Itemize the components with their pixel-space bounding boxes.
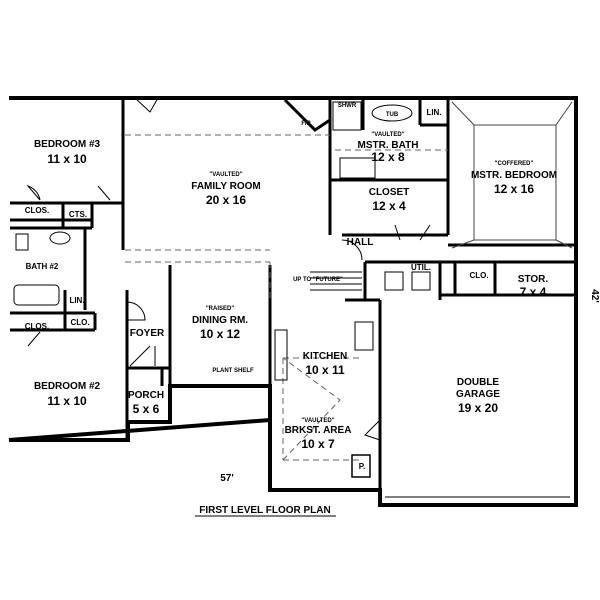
mstr-bed-size: 12 x 16	[494, 182, 534, 196]
garage-name-2: GARAGE	[456, 389, 500, 400]
pantry-label: P.	[359, 462, 366, 471]
plan-title: FIRST LEVEL FLOOR PLAN	[199, 505, 330, 516]
kitchen-sink-icon	[354, 321, 374, 351]
stove-icon	[274, 329, 288, 381]
toilet-icon	[15, 233, 29, 251]
dining-size: 10 x 12	[200, 327, 240, 341]
family-note: "VAULTED"	[209, 172, 242, 178]
stor-name: STOR.	[518, 274, 549, 285]
closet-name: CLOSET	[369, 187, 410, 198]
mstr-bed-note: "COFFERED"	[495, 161, 534, 167]
stairs-icon	[310, 271, 362, 291]
doors	[26, 97, 431, 441]
cts-label: CTS.	[69, 210, 87, 219]
porch-name: PORCH	[128, 390, 164, 401]
family-size: 20 x 16	[206, 193, 246, 207]
width-dimension: 57'	[220, 473, 234, 484]
dryer-icon	[411, 271, 431, 291]
brkst-note: "VAULTED"	[301, 418, 334, 424]
clo3-label: CLO.	[70, 318, 89, 327]
bedroom2-name: BEDROOM #2	[34, 381, 101, 392]
exterior-walls	[8, 96, 578, 507]
up-to-future-label: UP TO "FUTURE"	[293, 277, 343, 283]
porch-size: 5 x 6	[133, 402, 160, 416]
closet-size: 12 x 4	[372, 199, 406, 213]
tub-icon	[371, 104, 413, 122]
tub-label: TUB	[386, 112, 399, 118]
mstr-bath-name: MSTR. BATH	[358, 140, 419, 151]
mstr-bath-size: 12 x 8	[371, 150, 405, 164]
tub-bath2-icon	[13, 284, 60, 306]
coffered-ceiling	[451, 101, 573, 249]
lin-bath-label: LIN.	[426, 108, 441, 117]
clos1-label: CLOS.	[25, 206, 49, 215]
lin2-label: LIN.	[69, 296, 84, 305]
depth-dimension: 42'	[589, 289, 600, 303]
room-labels: BEDROOM #3 11 x 10 "VAULTED" FAMILY ROOM…	[25, 103, 600, 516]
fixtures	[13, 101, 570, 498]
mstr-bed-name: MSTR. BEDROOM	[471, 170, 557, 181]
vanity-icon	[339, 157, 376, 179]
clos2-label: CLOS.	[25, 322, 49, 331]
stor-size: 7 x 4	[520, 285, 547, 299]
plant-shelf-label: PLANT SHELF	[212, 368, 254, 374]
fireplace-label: F/P	[301, 121, 310, 127]
bath2-label: BATH #2	[26, 262, 59, 271]
interior-walls	[10, 98, 576, 505]
brkst-size: 10 x 7	[301, 437, 335, 451]
ceiling-lines	[125, 134, 448, 461]
kitchen-size: 10 x 11	[305, 363, 345, 377]
hall-label: HALL	[347, 237, 374, 248]
clo4-label: CLO.	[469, 271, 488, 280]
brkst-name: BRKST. AREA	[285, 425, 352, 436]
garage-size: 19 x 20	[458, 401, 498, 415]
kitchen-name: KITCHEN	[303, 351, 347, 362]
shower-icon	[332, 101, 362, 131]
pantry-box	[351, 454, 371, 478]
sink-icon	[49, 231, 71, 245]
bedroom2-size: 11 x 10	[47, 394, 87, 408]
mstr-bath-note: "VAULTED"	[371, 132, 404, 138]
bedroom3-size: 11 x 10	[47, 152, 87, 166]
dining-note: "RAISED"	[206, 306, 235, 312]
family-name: FAMILY ROOM	[191, 181, 260, 192]
foyer-label: FOYER	[130, 328, 165, 339]
shower-label: SHWR	[338, 103, 357, 109]
bedroom3-name: BEDROOM #3	[34, 139, 101, 150]
dining-name: DINING RM.	[192, 315, 248, 326]
garage-name-1: DOUBLE	[457, 377, 500, 388]
util-label: UTIL.	[411, 263, 431, 272]
washer-icon	[384, 271, 404, 291]
